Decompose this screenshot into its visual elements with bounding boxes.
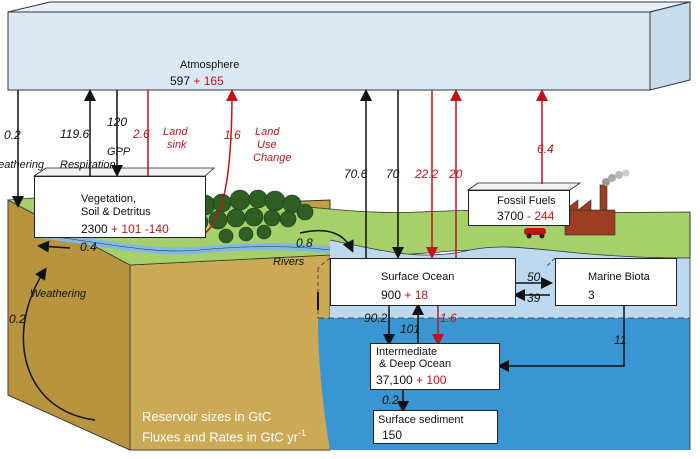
surface-ocean-value-line: 900 + 18 — [381, 288, 428, 302]
marine-biota-reservoir: Marine Biota 3 — [555, 258, 677, 306]
river — [39, 231, 331, 255]
flux-up-101: 101 — [400, 322, 421, 336]
deep-ocean-reservoir: Intermediate & Deep Ocean 37,100 + 100 — [370, 343, 500, 390]
flux-weathering-top: 0.2 — [4, 128, 21, 142]
label-rivers: Rivers — [273, 256, 305, 268]
flux-land-sink: 2.6 — [133, 127, 150, 141]
arrow-biota-to-deep — [497, 306, 625, 372]
deep-ocean-name-1: Intermediate — [376, 346, 438, 358]
atmosphere-slab — [7, 1, 691, 91]
label-gpp: GPP — [107, 146, 131, 158]
surface-ocean-name: Surface Ocean — [381, 271, 455, 283]
flux-respiration: 119.6 — [60, 127, 90, 141]
marine-biota-name: Marine Biota — [588, 271, 650, 283]
surface-ocean-delta: + 18 — [404, 288, 429, 302]
label-land-use-3: Change — [253, 152, 292, 164]
deep-ocean-value-line: 37,100 + 100 — [376, 373, 446, 387]
arrow-0-4 — [37, 240, 71, 253]
flux-down-90-2: 90.2 — [364, 311, 388, 325]
vegetation-delta: + 101 -140 — [111, 222, 169, 236]
fossil-fuels-reservoir: Fossil Fuels 3700 - 244 — [468, 190, 570, 226]
legend-line-2: Fluxes and Rates in GtC yr-1 — [142, 428, 307, 445]
label-weathering-bottom: Weathering — [30, 288, 87, 300]
flux-fossil: 6.4 — [537, 142, 554, 156]
flux-to-sediment: 0.2 — [382, 393, 399, 407]
fossil-box-3d — [466, 182, 582, 191]
label-land-sink-2: sink — [167, 139, 187, 151]
vegetation-value: 2300 — [81, 222, 108, 236]
flux-land-use: 1.6 — [224, 128, 241, 142]
flux-arrows-black — [12, 89, 625, 421]
fossil-delta: - 244 — [527, 209, 555, 223]
car-icon — [524, 228, 546, 239]
surface-ocean-value: 900 — [381, 288, 402, 302]
atmosphere-value: 597 — [170, 74, 191, 88]
flux-red-1-6: 1.6 — [440, 311, 457, 325]
label-land-use-1: Land — [255, 126, 280, 138]
fossil-value-line: 3700 - 244 — [497, 209, 554, 223]
flux-gpp: 120 — [107, 115, 128, 129]
flux-0-4: 0.4 — [80, 240, 97, 254]
fossil-value: 3700 — [497, 209, 524, 223]
surface-ocean-reservoir: Surface Ocean 900 + 18 — [330, 258, 516, 306]
legend: Reservoir sizes in GtC Fluxes and Rates … — [142, 408, 306, 445]
vegetation-name-1: Vegetation, — [81, 193, 137, 205]
atmosphere-delta: + 165 — [193, 74, 224, 88]
flux-ocean-out: 70.6 — [344, 167, 368, 181]
flux-ocean-red-1: 22.2 — [415, 167, 439, 181]
label-weathering-top: Weathering — [0, 159, 45, 171]
arrow-rivers — [299, 229, 354, 253]
flux-to-biota: 50 — [527, 270, 541, 284]
flux-from-biota: 39 — [527, 291, 541, 305]
fossil-name: Fossil Fuels — [497, 195, 556, 207]
vegetation-name-2: Soil & Detritus — [81, 206, 151, 218]
vegetation-reservoir: Vegetation, Soil & Detritus 2300 + 101 -… — [34, 176, 206, 238]
flux-0-8: 0.8 — [296, 236, 313, 250]
label-land-sink-1: Land — [163, 126, 188, 138]
flux-ocean-red-2: 20 — [449, 167, 463, 181]
sediment-value: 150 — [382, 428, 403, 442]
deep-ocean-name-2: & Deep Ocean — [379, 358, 452, 370]
deep-ocean-delta: + 100 — [416, 373, 447, 387]
sediment-reservoir: Surface sediment 150 — [373, 410, 498, 444]
sediment-name: Surface sediment — [378, 414, 464, 426]
marine-biota-value: 3 — [588, 288, 595, 302]
deep-ocean-value: 37,100 — [376, 373, 413, 387]
vegetation-value-line: 2300 + 101 -140 — [81, 222, 169, 236]
flux-weathering-bottom: 0.2 — [9, 312, 26, 326]
atmosphere-value-line: 597 + 165 — [170, 74, 224, 88]
factory-icon — [564, 169, 630, 236]
arrow-weathering-bottom — [22, 267, 96, 421]
flux-biota-to-deep: 11 — [614, 333, 627, 347]
legend-line-1: Reservoir sizes in GtC — [142, 409, 272, 424]
label-land-use-2: Use — [257, 139, 277, 151]
flux-ocean-in: 70 — [386, 167, 400, 181]
atmosphere-name: Atmosphere — [180, 59, 240, 71]
label-respiration: Respiration — [60, 159, 116, 171]
